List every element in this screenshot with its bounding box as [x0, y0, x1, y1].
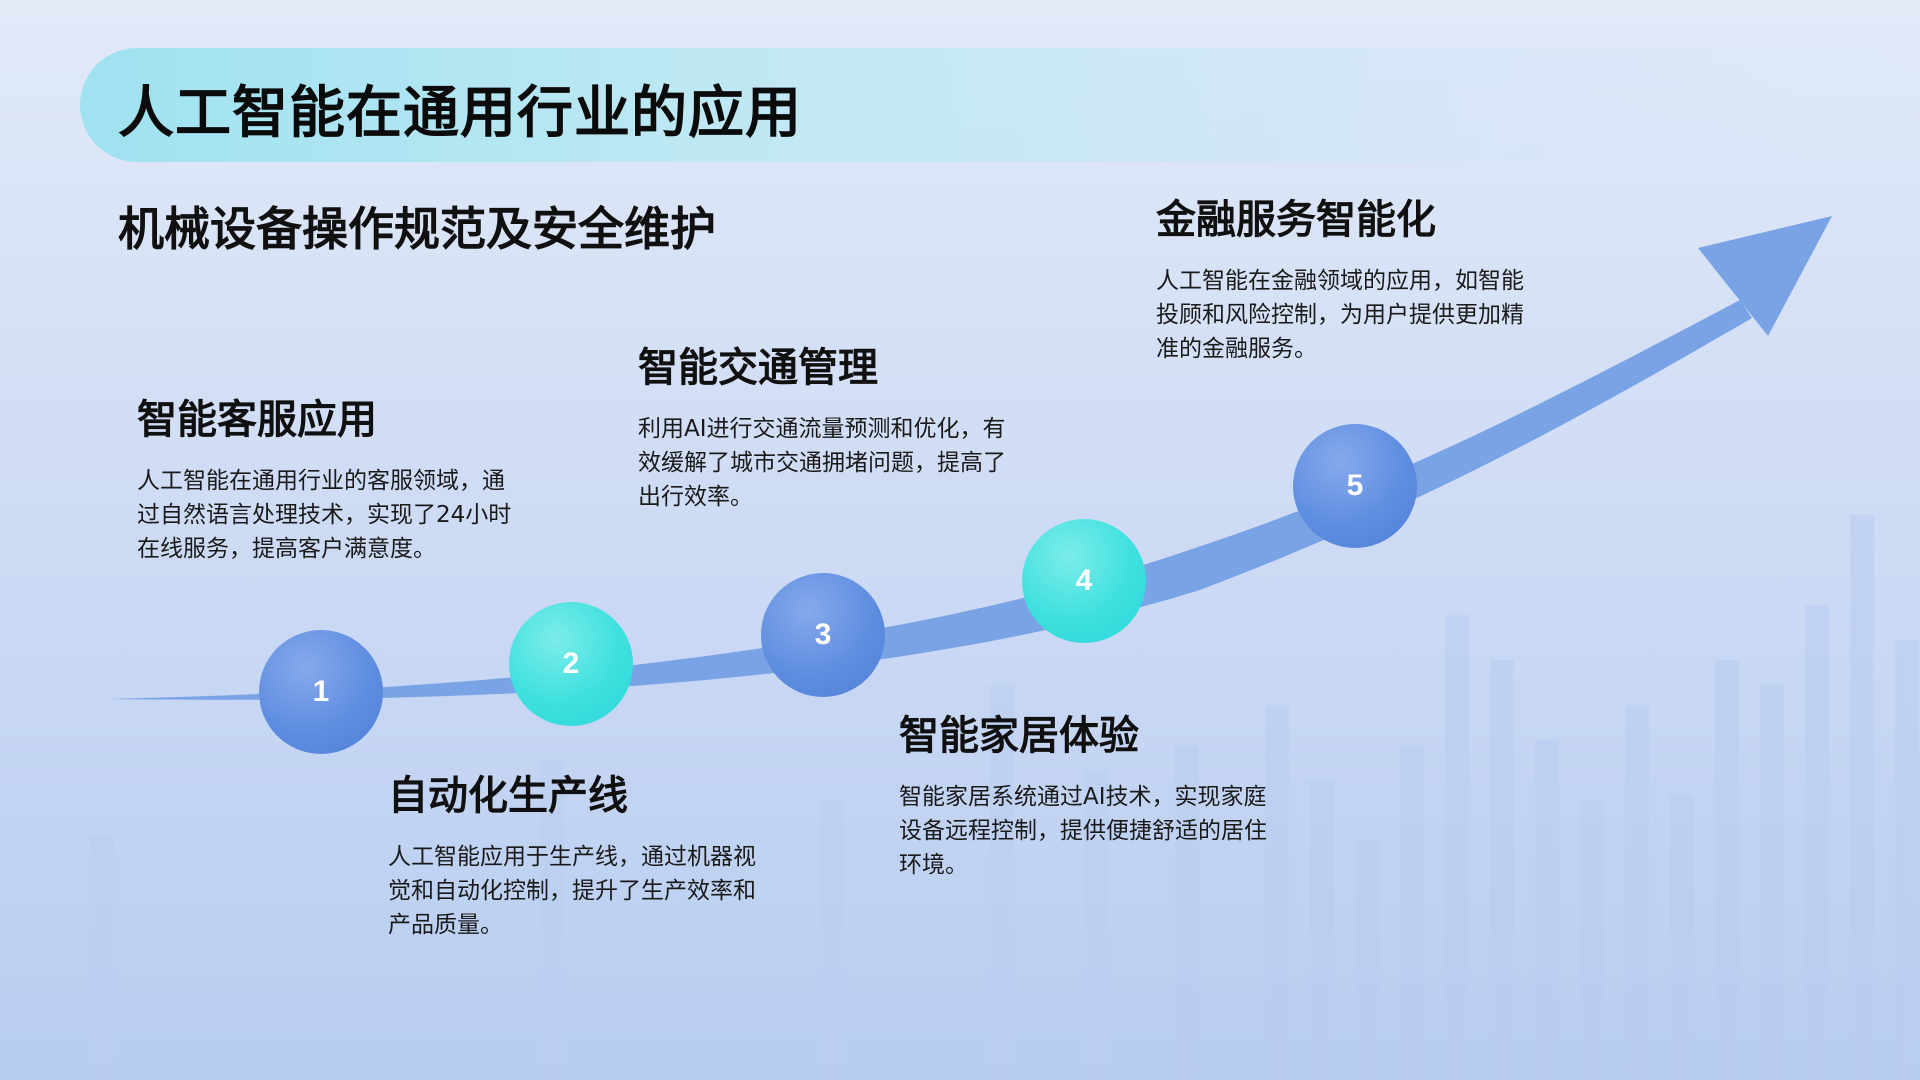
step-1-marker: 1: [259, 630, 383, 754]
step-5-marker: 5: [1293, 424, 1417, 548]
step-3-title: 智能交通管理: [638, 345, 878, 391]
step-3-card: 智能交通管理 利用AI进行交通流量预测和优化，有效缓解了城市交通拥堵问题，提高了…: [638, 346, 1008, 514]
step-5-number: 5: [1346, 469, 1364, 502]
step-5-title: 金融服务智能化: [1156, 197, 1436, 243]
step-4-marker: 4: [1022, 519, 1146, 643]
title-banner: [80, 48, 1920, 162]
page-subtitle: 机械设备操作规范及安全维护: [118, 202, 716, 256]
step-2-number: 2: [562, 647, 580, 680]
step-2-card: 自动化生产线 人工智能应用于生产线，通过机器视觉和自动化控制，提升了生产效率和产…: [388, 774, 758, 942]
step-2-marker: 2: [509, 602, 633, 726]
step-1-card: 智能客服应用 人工智能在通用行业的客服领域，通过自然语言处理技术，实现了24小时…: [137, 398, 517, 566]
step-4-card: 智能家居体验 智能家居系统通过AI技术，实现家庭设备远程控制，提供便捷舒适的居住…: [899, 714, 1269, 882]
step-4-description: 智能家居系统通过AI技术，实现家庭设备远程控制，提供便捷舒适的居住环境。: [899, 784, 1267, 878]
step-1-description: 人工智能在通用行业的客服领域，通过自然语言处理技术，实现了24小时在线服务，提高…: [137, 468, 512, 562]
step-1-title: 智能客服应用: [137, 397, 377, 443]
step-3-description: 利用AI进行交通流量预测和优化，有效缓解了城市交通拥堵问题，提高了出行效率。: [638, 416, 1006, 510]
arrow-head-icon: [1698, 216, 1832, 336]
step-3-number: 3: [814, 618, 832, 651]
page-title: 人工智能在通用行业的应用: [118, 81, 802, 146]
step-4-number: 4: [1075, 564, 1093, 597]
step-2-title: 自动化生产线: [388, 773, 628, 819]
step-2-description: 人工智能应用于生产线，通过机器视觉和自动化控制，提升了生产效率和产品质量。: [388, 844, 756, 938]
step-5-card: 金融服务智能化 人工智能在金融领域的应用，如智能投顾和风险控制，为用户提供更加精…: [1156, 198, 1526, 366]
step-3-marker: 3: [761, 573, 885, 697]
step-5-description: 人工智能在金融领域的应用，如智能投顾和风险控制，为用户提供更加精准的金融服务。: [1156, 268, 1524, 362]
step-4-title: 智能家居体验: [899, 713, 1139, 759]
step-1-number: 1: [312, 675, 330, 708]
growth-curve: [108, 300, 1752, 700]
